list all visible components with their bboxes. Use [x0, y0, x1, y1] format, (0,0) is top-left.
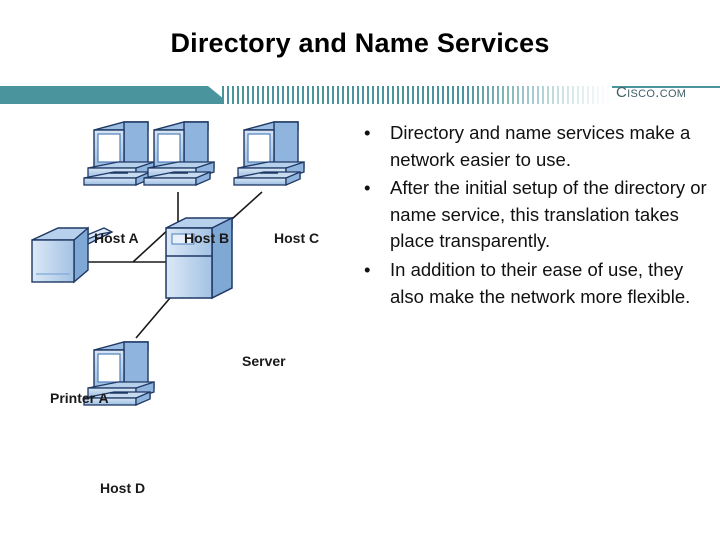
bullet-text-1: Directory and name services make a netwo… [390, 122, 691, 170]
bullet-list: • Directory and name services make a net… [356, 120, 708, 312]
banner-stripe-pattern [222, 86, 612, 104]
link-host-a-server [132, 227, 171, 263]
device-host-b [143, 121, 215, 186]
bullet-marker-icon: • [364, 258, 371, 280]
bullet-marker-icon: • [364, 122, 371, 143]
cisco-logo-rest: isco.com [627, 84, 687, 101]
device-host-a [83, 121, 155, 186]
bullet-text-2: After the initial setup of the directory… [390, 177, 707, 252]
diagram-label-server: Server [242, 353, 286, 369]
cisco-logo-lead: C [616, 84, 628, 101]
cisco-banner-bar [0, 86, 720, 104]
banner-solid-segment [0, 86, 224, 104]
cisco-brand-logo: Cisco.com [616, 84, 686, 101]
link-host-d-server [135, 297, 171, 339]
bullet-item-1: • Directory and name services make a net… [356, 120, 708, 173]
diagram-canvas [31, 121, 305, 406]
device-server [165, 216, 233, 300]
diagram-label-printer-a: Printer A [50, 390, 109, 406]
page-title: Directory and Name Services [170, 28, 550, 58]
device-printer-a [31, 226, 114, 284]
device-host-d [83, 341, 155, 406]
bullet-text-3: In addition to their ease of use, they a… [390, 258, 691, 307]
device-host-c [233, 121, 305, 186]
diagram-label-host-b: Host B [184, 230, 230, 246]
bullet-item-3: • In addition to their ease of use, they… [356, 257, 708, 310]
network-topology-diagram: Host A Host B Host C Host D Server Print… [18, 110, 348, 496]
bullet-item-2: • After the initial setup of the directo… [356, 175, 708, 255]
diagram-label-host-d: Host D [100, 480, 146, 496]
banner-top-rule [612, 86, 720, 88]
diagram-label-host-a: Host A [94, 230, 139, 246]
diagram-label-host-c: Host C [274, 230, 320, 246]
bullet-marker-icon: • [364, 177, 371, 199]
